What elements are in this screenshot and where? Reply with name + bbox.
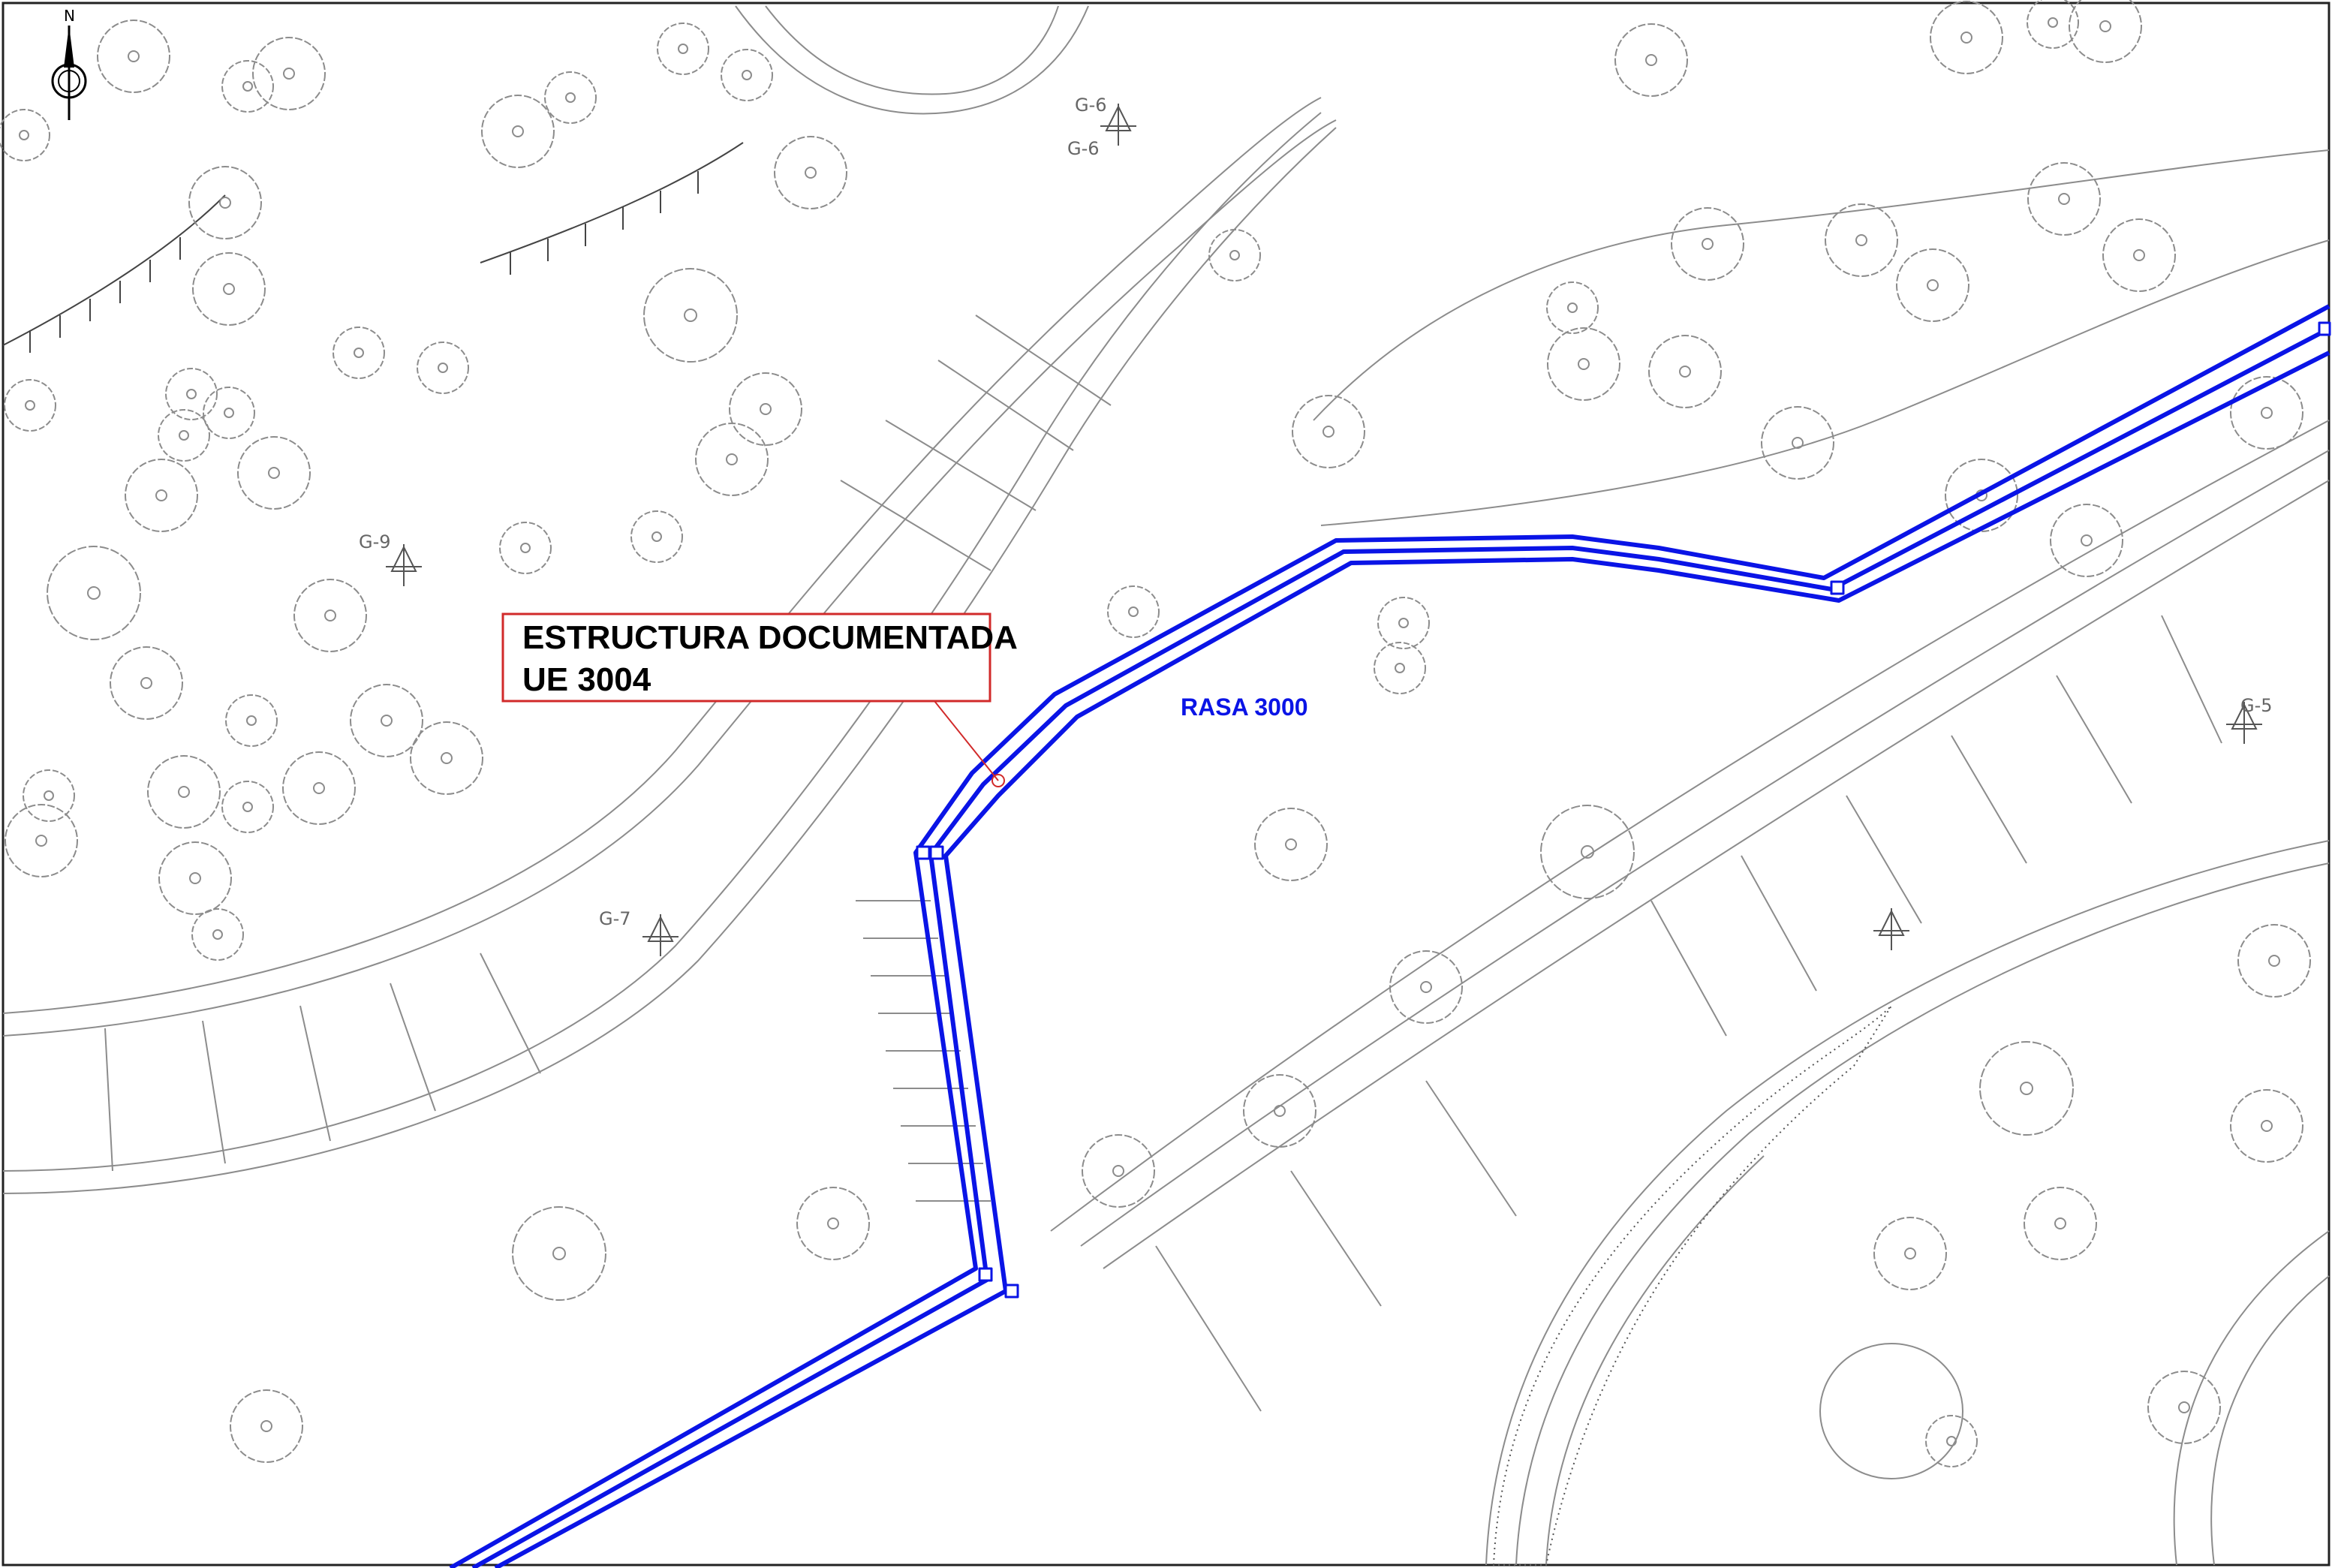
trench-vertex (916, 845, 931, 860)
trench-vertex (1004, 1284, 1019, 1299)
gravel-band (1492, 1005, 1892, 1566)
trench-vertex (1830, 580, 1845, 595)
trench-vertex (978, 1267, 993, 1282)
pond-outline (1819, 1343, 1963, 1479)
callout-line1: ESTRUCTURA DOCUMENTADA (522, 619, 1018, 656)
trench-label: RASA 3000 (1181, 694, 1308, 721)
callout-target (991, 774, 1005, 787)
trench-vertex (929, 845, 944, 860)
grid-label: G-7 (599, 908, 631, 929)
grid-label: G-6 (1067, 138, 1100, 159)
callout-line2: UE 3004 (522, 661, 651, 698)
north-label: N (64, 7, 75, 25)
grid-marker-labels: G-6 G-6 G-9 G-7 G-5 (359, 95, 2273, 929)
grid-label: G-5 (2240, 695, 2273, 716)
tree-canopies (0, 0, 2311, 1467)
callout-box (501, 612, 991, 703)
trench-vertex (2318, 321, 2331, 336)
parking-segments (104, 315, 2222, 1412)
callout-leader (934, 700, 999, 781)
grid-label: G-9 (359, 531, 391, 552)
grid-label: G-6 (1075, 95, 1107, 116)
trench-rasa-3000 (449, 304, 2331, 1568)
slope-hatch (2, 142, 744, 353)
north-arrow-icon: N (51, 7, 87, 120)
